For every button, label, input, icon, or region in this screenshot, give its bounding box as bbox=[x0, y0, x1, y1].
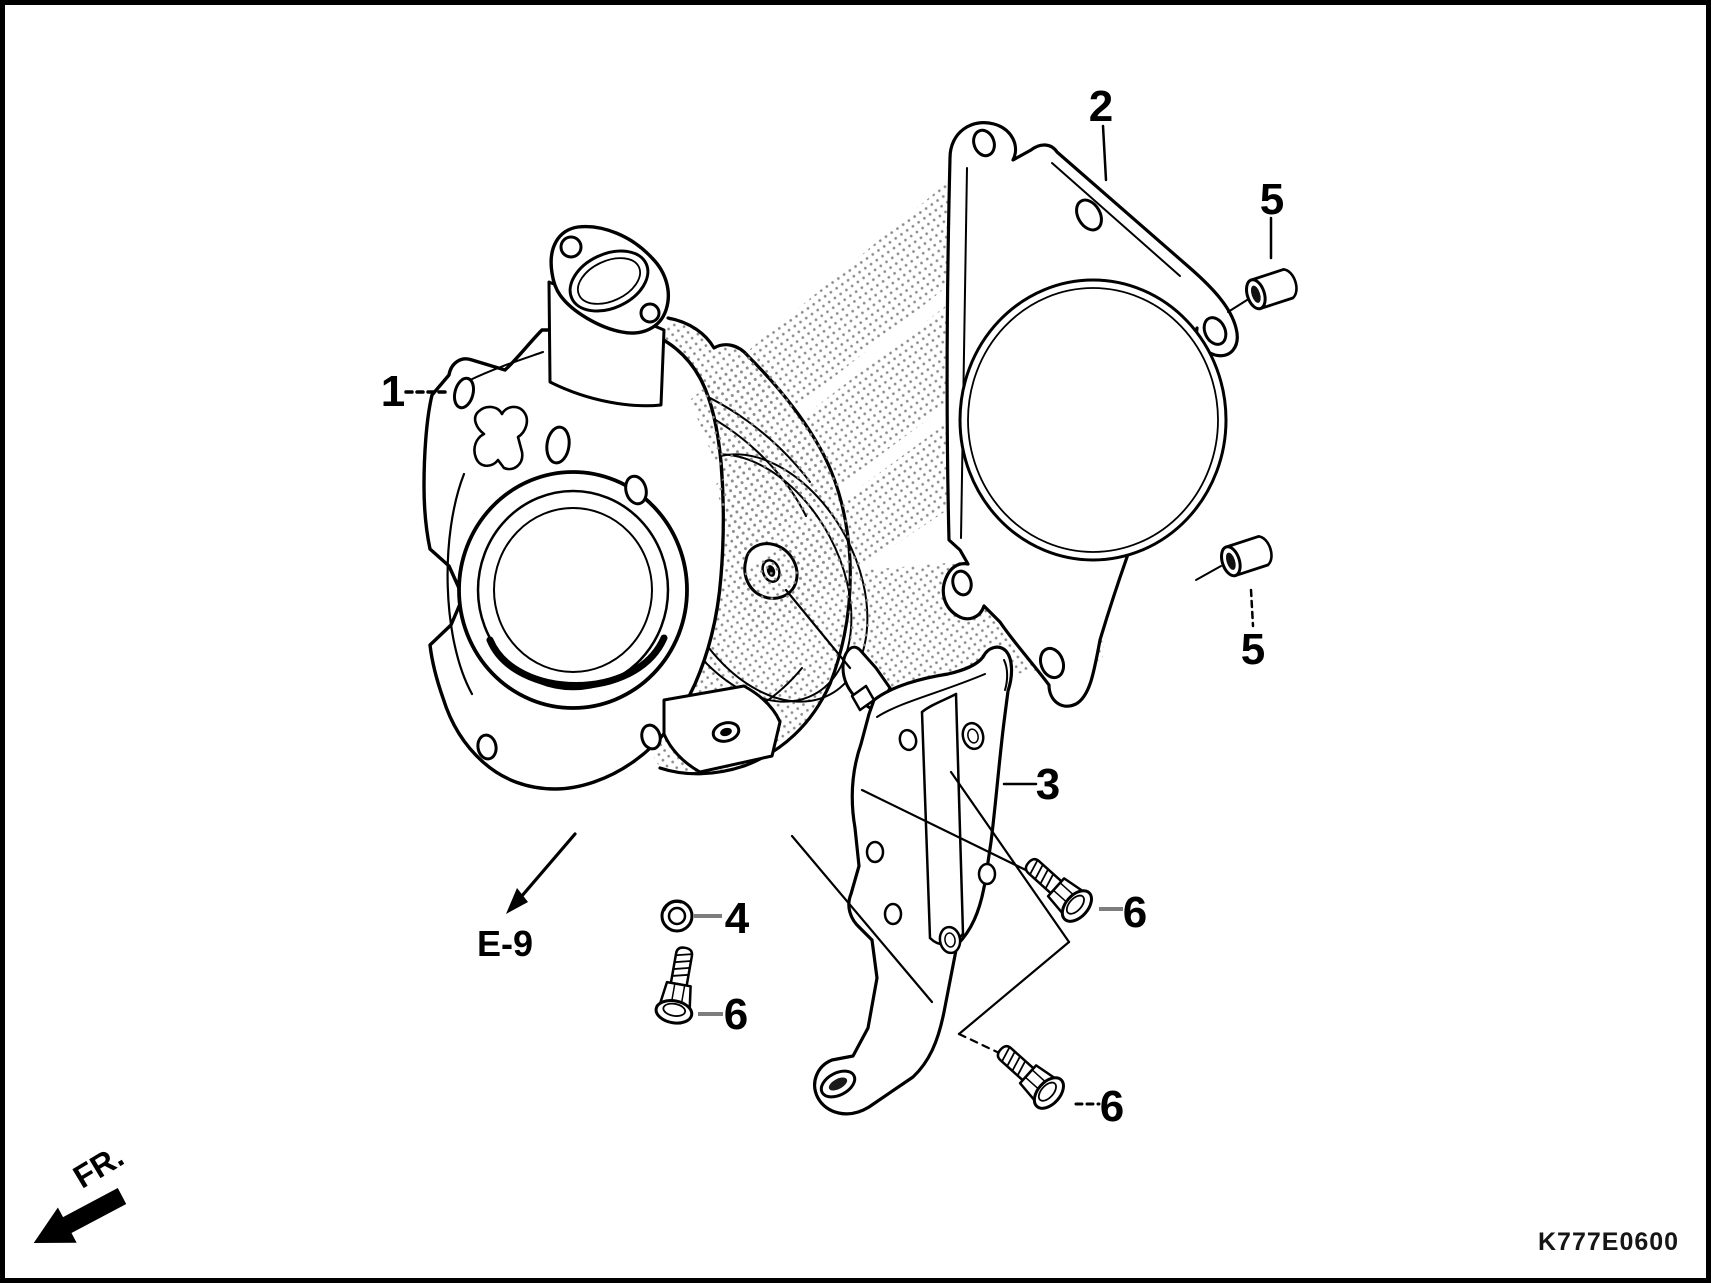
spigot-port-inner bbox=[577, 257, 641, 305]
bore-shadow bbox=[486, 634, 668, 689]
nut-inner bbox=[667, 906, 687, 926]
callout-6-lower-right: 6 bbox=[1100, 1082, 1124, 1131]
bore-inner-ring bbox=[493, 507, 653, 673]
gasket-bore-inner bbox=[967, 287, 1219, 553]
callout-labels: 1 2 3 4 5 5 6 6 6 E-9 bbox=[381, 82, 1284, 1131]
spigot-hole-right bbox=[639, 302, 661, 324]
spigot-hole-left bbox=[559, 235, 583, 259]
assembly-line-v-lower bbox=[957, 940, 1071, 1036]
bracket-hole-1 bbox=[898, 728, 918, 752]
bore-outer-ring bbox=[457, 470, 689, 710]
flange-hole-upper-mid bbox=[545, 425, 571, 465]
callout-6-left: 6 bbox=[724, 990, 748, 1039]
gasket-hole-bottom-left bbox=[951, 569, 973, 597]
gasket-edge-double-left bbox=[960, 167, 968, 539]
flange-hole-top-left bbox=[452, 376, 476, 410]
gasket-bore-outer bbox=[958, 278, 1228, 562]
leader-2 bbox=[1101, 124, 1108, 182]
bracket-hole-5 bbox=[883, 902, 903, 926]
gasket-edge-double-top bbox=[1051, 162, 1181, 277]
reference-label: E-9 bbox=[477, 923, 533, 964]
callout-leaders bbox=[404, 124, 1273, 1106]
bracket-panel-right bbox=[954, 692, 965, 936]
front-arrow-shape bbox=[33, 1188, 127, 1243]
bracket-panel-top bbox=[920, 692, 958, 714]
assembly-line-v-upper bbox=[949, 770, 1071, 944]
gasket-hole-upper-mid bbox=[1075, 198, 1103, 232]
bracket-panel-left bbox=[920, 710, 932, 940]
flange-cutout-clover bbox=[473, 405, 529, 471]
e9-arrow-line bbox=[519, 832, 577, 899]
flange-inner-contour bbox=[469, 351, 544, 381]
callout-4: 4 bbox=[725, 894, 750, 943]
callout-2: 2 bbox=[1089, 82, 1113, 131]
gasket-hole-right-ear bbox=[1202, 316, 1228, 346]
cylinder-assembly bbox=[422, 224, 869, 791]
callout-5-upper: 5 bbox=[1260, 175, 1284, 224]
callout-5-lower: 5 bbox=[1241, 625, 1265, 674]
mounting-bracket bbox=[813, 645, 1014, 1116]
assembly-line-lug-to-foot bbox=[790, 834, 934, 1004]
bracket-hole-3 bbox=[865, 840, 885, 864]
flange-hole-lower-right bbox=[640, 723, 662, 751]
bracket-hole-2-inner bbox=[967, 728, 979, 744]
assembly-line-boss-to-tab bbox=[784, 588, 852, 670]
gasket-to-pin-lower-line bbox=[1195, 565, 1222, 581]
bracket-top-face-line bbox=[876, 673, 986, 718]
bore-mid-ring bbox=[476, 489, 670, 691]
mount-nut bbox=[660, 899, 694, 933]
bracket-hole-4 bbox=[977, 862, 997, 886]
callout-1: 1 bbox=[381, 367, 405, 416]
assembly-lines bbox=[784, 299, 1248, 1062]
hatch-band-1 bbox=[690, 180, 995, 470]
callout-6-upper-right: 6 bbox=[1123, 888, 1147, 937]
mount-lug-hole-dark bbox=[720, 727, 732, 737]
bracket-hook-inner bbox=[1003, 659, 1009, 691]
e9-arrowhead bbox=[506, 888, 528, 914]
gasket-hole-bottom bbox=[1038, 646, 1066, 680]
spigot-port-outer bbox=[568, 249, 650, 313]
bracket-hole-6-inner bbox=[944, 932, 956, 948]
callout-3: 3 bbox=[1036, 760, 1060, 809]
gasket-hole-top-left bbox=[972, 128, 996, 158]
assembly-line-to-lower-bolt bbox=[957, 1032, 1016, 1062]
drawing-code: K777E0600 bbox=[1538, 1228, 1679, 1256]
nut-facet bbox=[662, 899, 683, 912]
leader-5-lower bbox=[1249, 588, 1255, 628]
bracket-foot-slot-dark bbox=[828, 1077, 848, 1091]
flange-boss-arc bbox=[446, 472, 474, 696]
bracket-hole-6 bbox=[938, 925, 962, 955]
bracket-hole-2 bbox=[961, 721, 985, 751]
cylinder-gasket bbox=[941, 121, 1239, 708]
assembly-line-to-upper-bolt bbox=[860, 788, 1040, 878]
flange-hole-lower-left bbox=[476, 733, 498, 761]
gasket-to-pin-upper-line bbox=[1227, 299, 1248, 313]
flange-hole-upper-right bbox=[624, 474, 648, 506]
